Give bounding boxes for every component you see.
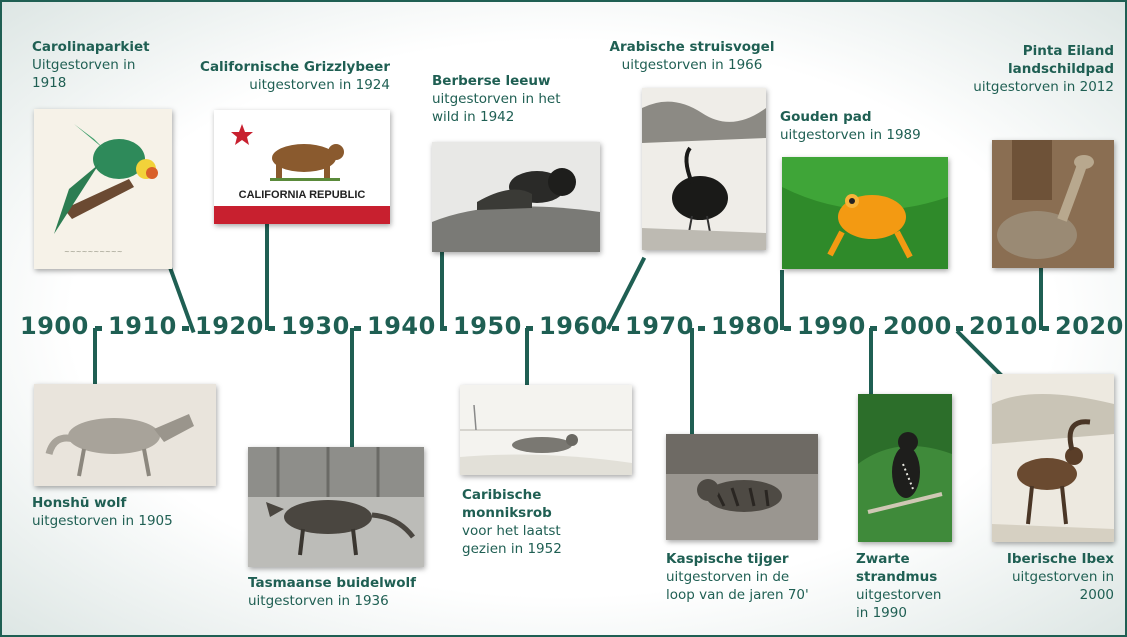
species-name: Honshū wolf	[32, 494, 212, 512]
species-name: Kaspische tijger	[666, 550, 826, 568]
year-label: 1960	[539, 312, 608, 340]
year-label: 1910	[108, 312, 177, 340]
connector-strandmus	[869, 328, 873, 396]
tick-mark	[612, 326, 619, 331]
svg-text:~~~~~~~~~~: ~~~~~~~~~~	[64, 248, 123, 256]
species-status: uitgestorven in 1966	[602, 56, 782, 74]
year-label: 2000	[883, 312, 952, 340]
image-gouden-pad	[782, 157, 948, 269]
species-status: uitgestorven in de loop van de jaren 70'	[666, 568, 816, 604]
image-iberische-ibex	[992, 374, 1114, 542]
image-buidelwolf	[248, 447, 424, 567]
species-name: Zwarte strandmus	[856, 550, 936, 586]
connector-pinta	[1039, 262, 1043, 330]
tick-mark	[182, 326, 189, 331]
label-struisvogel: Arabische struisvogel uitgestorven in 19…	[602, 38, 782, 74]
species-status: uitgestorven in 1905	[32, 512, 212, 530]
species-name: Californische Grizzlybeer	[190, 58, 390, 76]
year-label: 1900	[20, 312, 89, 340]
species-status: uitgestorven in 1990	[856, 586, 946, 622]
year-label: 2010	[969, 312, 1038, 340]
species-name: Gouden pad	[780, 108, 950, 126]
species-status: Uitgestorven in 1918	[32, 56, 142, 92]
image-struisvogel	[642, 88, 766, 250]
tiger-photo	[666, 434, 818, 540]
connector-leeuw	[440, 252, 444, 330]
ibex-illustration	[992, 374, 1114, 542]
tick-mark	[354, 326, 361, 331]
flag-text: CALIFORNIA REPUBLIC	[239, 189, 366, 201]
connector-monniksrob	[525, 328, 529, 390]
species-status: uitgestorven in 1936	[248, 592, 448, 610]
year-label: 1980	[711, 312, 780, 340]
connector-tijger	[690, 328, 694, 440]
california-flag: CALIFORNIA REPUBLIC	[214, 110, 390, 224]
label-honshu-wolf: Honshū wolf uitgestorven in 1905	[32, 494, 212, 530]
image-california-flag: CALIFORNIA REPUBLIC	[214, 110, 390, 224]
tick-mark	[784, 326, 791, 331]
image-berberse-leeuw	[432, 142, 600, 252]
label-gouden-pad: Gouden pad uitgestorven in 1989	[780, 108, 950, 144]
species-status: uitgestorven in het wild in 1942	[432, 90, 562, 126]
connector-grizzly	[265, 215, 269, 330]
image-carolinaparkiet: ~~~~~~~~~~	[34, 109, 172, 269]
lion-photo	[432, 142, 600, 252]
image-honshu-wolf	[34, 384, 216, 486]
connector-buidelwolf	[350, 328, 354, 453]
year-label: 1920	[195, 312, 264, 340]
golden-toad-photo	[782, 157, 948, 269]
species-status: uitgestorven in 1989	[780, 126, 950, 144]
ostrich-engraving	[642, 88, 766, 250]
tick-mark	[698, 326, 705, 331]
species-status: uitgestorven in 1924	[190, 76, 390, 94]
label-grizzly: Californische Grizzlybeer uitgestorven i…	[190, 58, 390, 94]
species-status: voor het laatst gezien in 1952	[462, 522, 582, 558]
species-name: Caribische monniksrob	[462, 486, 572, 522]
thylacine-photo	[248, 447, 424, 567]
year-label: 1940	[367, 312, 436, 340]
species-name: Pinta Eiland landschildpad	[962, 42, 1114, 78]
species-name: Tasmaanse buidelwolf	[248, 574, 448, 592]
label-kaspische-tijger: Kaspische tijger uitgestorven in de loop…	[666, 550, 826, 604]
species-name: Carolinaparkiet	[32, 38, 172, 56]
year-label: 1930	[281, 312, 350, 340]
tortoise-photo	[992, 140, 1114, 268]
year-label: 1950	[453, 312, 522, 340]
monk-seal-illustration	[460, 385, 632, 475]
label-monniksrob: Caribische monniksrob voor het laatst ge…	[462, 486, 612, 558]
connector-honshu	[93, 328, 97, 390]
connector-pad	[780, 270, 784, 330]
species-name: Iberische Ibex	[992, 550, 1114, 568]
label-iberische-ibex: Iberische Ibex uitgestorven in 2000	[992, 550, 1114, 604]
tick-mark	[268, 326, 275, 331]
label-strandmus: Zwarte strandmus uitgestorven in 1990	[856, 550, 966, 622]
label-pinta: Pinta Eiland landschildpad uitgestorven …	[962, 42, 1114, 96]
wolf-illustration	[34, 384, 216, 486]
label-berberse-leeuw: Berberse leeuw uitgestorven in het wild …	[432, 72, 582, 126]
species-name: Berberse leeuw	[432, 72, 582, 90]
sparrow-photo	[858, 394, 952, 542]
image-strandmus	[858, 394, 952, 542]
species-name: Arabische struisvogel	[602, 38, 782, 56]
year-label: 2020	[1055, 312, 1124, 340]
year-label: 1970	[625, 312, 694, 340]
species-status: uitgestorven in 2012	[962, 78, 1114, 96]
image-monniksrob	[460, 385, 632, 475]
parrot-illustration: ~~~~~~~~~~	[34, 109, 172, 269]
label-carolinaparkiet: Carolinaparkiet Uitgestorven in 1918	[32, 38, 172, 92]
species-status: uitgestorven in 2000	[992, 568, 1114, 604]
tick-mark	[1042, 326, 1049, 331]
year-label: 1990	[797, 312, 866, 340]
image-pinta	[992, 140, 1114, 268]
image-kaspische-tijger	[666, 434, 818, 540]
label-buidelwolf: Tasmaanse buidelwolf uitgestorven in 193…	[248, 574, 448, 610]
